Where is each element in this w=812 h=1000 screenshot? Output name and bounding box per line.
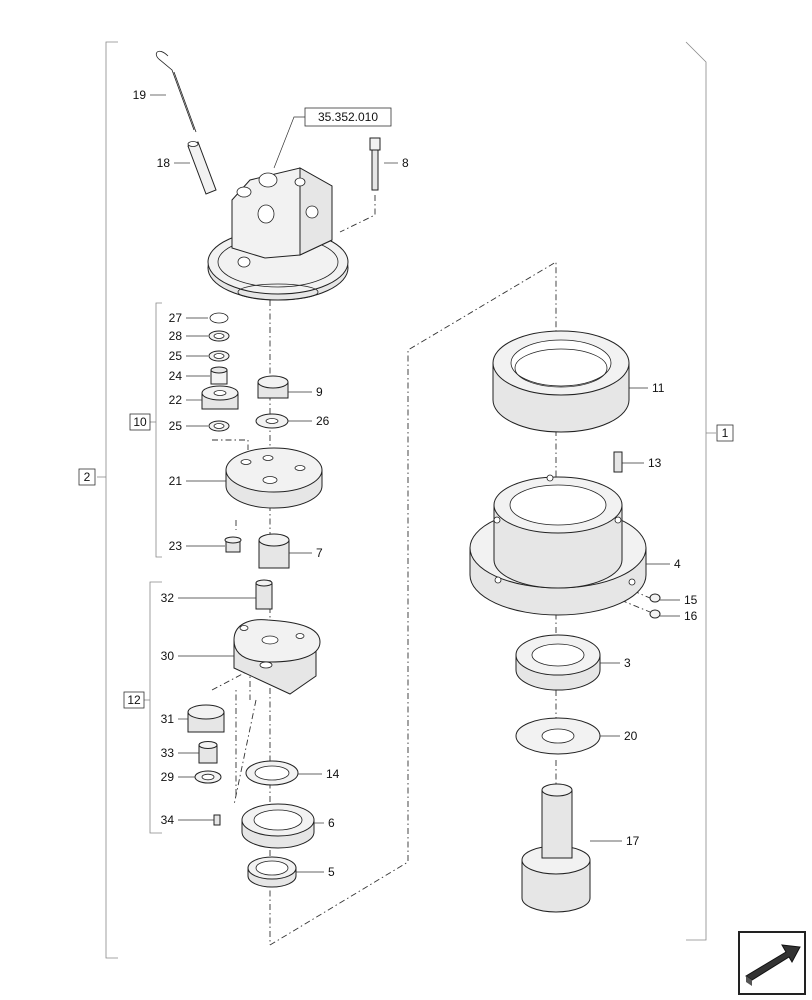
sun-gear-part-9 [257,375,289,399]
group-12-bracket [144,581,162,834]
svg-text:10: 10 [133,415,147,429]
callout-31[interactable]: 31 [161,712,175,726]
callout-29[interactable]: 29 [161,770,175,784]
thrust-ring-part-14 [245,760,299,786]
svg-text:1: 1 [722,426,729,440]
leader-lines [150,94,680,873]
callout-24[interactable]: 24 [169,369,183,383]
bearing-part-6 [241,803,315,849]
bolt-part-8 [369,137,381,191]
group-10-label[interactable]: 10 [129,413,151,431]
callout-27[interactable]: 27 [169,311,183,325]
callout-22[interactable]: 22 [169,393,183,407]
callout-28[interactable]: 28 [169,329,183,343]
callout-5[interactable]: 5 [328,865,335,879]
thrust-plate-part-26 [255,413,289,429]
callout-33[interactable]: 33 [161,746,175,760]
planet-gear-part-22 [201,385,239,410]
callout-19[interactable]: 19 [133,88,147,102]
callout-17[interactable]: 17 [626,834,640,848]
callout-18[interactable]: 18 [157,156,171,170]
callout-3[interactable]: 3 [624,656,631,670]
group-12-label[interactable]: 12 [123,691,145,709]
callout-30[interactable]: 30 [161,649,175,663]
callout-26[interactable]: 26 [316,414,330,428]
svg-text:12: 12 [127,693,141,707]
ring-gear-part-11 [492,330,630,433]
callout-6[interactable]: 6 [328,816,335,830]
planet-gear-part-31 [187,704,225,733]
callout-15[interactable]: 15 [684,593,698,607]
sun-gear-part-7 [258,533,290,569]
callout-25a[interactable]: 25 [169,349,183,363]
bearing-part-3 [515,634,601,691]
callout-21[interactable]: 21 [169,474,183,488]
pin-part-34 [213,814,221,826]
pin-part-13 [613,451,623,473]
thrust-washer-part-20 [515,717,601,755]
plug-part-23 [224,536,242,553]
group-2-bracket [97,41,118,959]
callout-20[interactable]: 20 [624,729,638,743]
washer-part-29 [194,770,222,784]
seal-part-5 [247,856,297,888]
callout-25b[interactable]: 25 [169,419,183,433]
callout-13[interactable]: 13 [648,456,662,470]
housing-part-4 [469,474,647,616]
bushing-part-24 [210,366,228,385]
callout-14[interactable]: 14 [326,767,340,781]
reference-box-label: 35.352.010 [318,110,378,124]
callout-9[interactable]: 9 [316,385,323,399]
callout-34[interactable]: 34 [161,813,175,827]
callout-4[interactable]: 4 [674,557,681,571]
group-2-label[interactable]: 2 [78,468,96,486]
plug-part-16 [649,609,661,619]
washer-part-28 [208,330,230,342]
callout-11[interactable]: 11 [652,381,665,395]
group-1-bracket [685,41,716,941]
washer-part-25a [208,350,230,362]
swing-motor-assembly [207,167,349,301]
callout-8[interactable]: 8 [402,156,409,170]
snap-ring-part-27 [209,312,229,324]
reference-box[interactable]: 35.352.010 [273,107,392,169]
pinion-shaft-part-17 [521,783,591,913]
svg-text:2: 2 [84,470,91,484]
next-page-arrow-icon[interactable] [738,931,806,995]
callout-23[interactable]: 23 [169,539,183,553]
group-1-label[interactable]: 1 [716,424,734,442]
washer-part-25b [208,420,230,432]
group-10-bracket [150,302,162,558]
callout-32[interactable]: 32 [161,591,175,605]
tube-part-18 [187,141,217,195]
carrier-plate-part-21 [225,447,323,509]
callout-labels: 19 18 8 27 28 25 24 22 25 9 26 21 23 7 3… [133,88,698,879]
dipstick-part-19 [155,50,197,133]
carrier-part-30 [233,619,321,695]
pin-part-32 [255,579,273,610]
plug-part-15 [649,593,661,603]
callout-16[interactable]: 16 [684,609,698,623]
bushing-part-33 [198,741,218,764]
callout-7[interactable]: 7 [316,546,323,560]
